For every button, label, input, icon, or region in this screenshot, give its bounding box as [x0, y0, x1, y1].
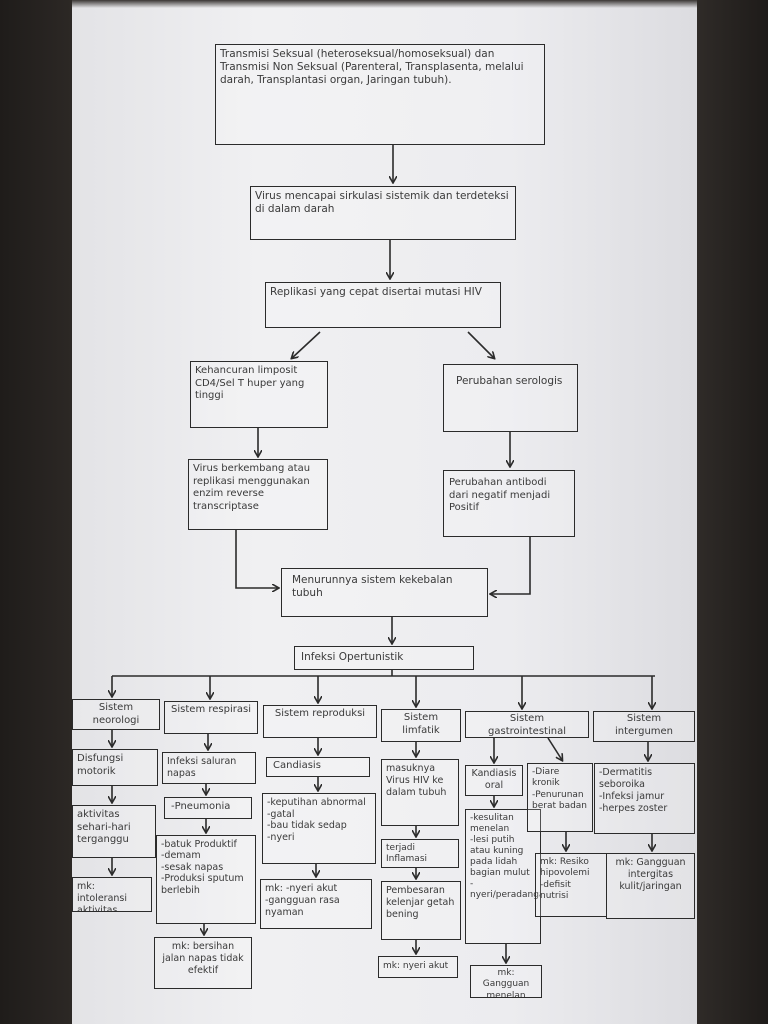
node-diare: -Diare kronik -Penurunan berat badan — [527, 763, 593, 832]
node-sistem-reproduksi: Sistem reproduksi — [263, 705, 377, 738]
node-dermatitis: -Dermatitis seboroika -Infeksi jamur -he… — [594, 763, 695, 834]
node-virus-sirkulasi: Virus mencapai sirkulasi sistemik dan te… — [250, 186, 516, 240]
node-sistem-integumen: Sistem intergumen — [593, 711, 695, 742]
node-infeksi-oportunistik: Infeksi Opertunistik — [294, 646, 474, 670]
node-mk-intoleransi: mk: intoleransi aktivitas — [72, 877, 152, 912]
arrow-replikasi-to-kehancuran — [292, 331, 321, 358]
node-mk-integritas: mk: Gangguan intergitas kulit/jaringan — [606, 853, 695, 919]
node-mk-nyeri-akut-2: mk: nyeri akut — [378, 956, 458, 978]
background-left — [0, 0, 72, 1024]
node-pembesaran: Pembesaran kelenjar getah bening — [381, 881, 461, 940]
arrow-gastro-to-diare — [547, 737, 562, 760]
arrow-antibodi-to-menurunnya — [491, 537, 531, 594]
node-mk-bersihan: mk: bersihan jalan napas tidak efektif — [154, 937, 252, 989]
node-sistem-respirasi: Sistem respirasi — [164, 701, 258, 734]
node-kehancuran: Kehancuran limposit CD4/Sel T huper yang… — [190, 361, 328, 428]
node-masuknya: masuknya Virus HIV ke dalam tubuh — [381, 759, 459, 826]
node-disfungsi: Disfungsi motorik — [72, 749, 158, 786]
node-sistem-neurologi: Sistem neorologi — [72, 699, 160, 730]
node-infeksi-saluran: Infeksi saluran napas — [162, 752, 256, 784]
node-batuk: -batuk Produktif -demam -sesak napas -Pr… — [156, 835, 256, 924]
node-mk-resiko: mk: Resiko hipovolemi -defisit nutrisi — [535, 853, 607, 917]
node-virus-berkembang: Virus berkembang atau replikasi mengguna… — [188, 459, 328, 530]
node-transmisi: Transmisi Seksual (heteroseksual/homosek… — [215, 44, 545, 145]
node-menurunnya: Menurunnya sistem kekebalan tubuh — [281, 568, 488, 617]
node-keputihan: -keputihan abnormal -gatal -bau tidak se… — [262, 793, 376, 864]
node-sistem-limfatik: Sistem limfatik — [381, 709, 461, 742]
node-perubahan-serologis: Perubahan serologis — [443, 364, 578, 432]
node-sistem-gastro: Sistem gastrointestinal — [465, 711, 589, 738]
node-inflamasi: terjadi Inflamasi — [381, 839, 459, 868]
node-perubahan-antibodi: Perubahan antibodi dari negatif menjadi … — [443, 470, 575, 537]
node-candiasis: Candiasis — [266, 757, 370, 777]
paper-top-shadow — [72, 0, 697, 8]
arrow-replikasi-to-perubahan — [467, 331, 494, 358]
node-mk-nyeri-akut-1: mk: -nyeri akut -gangguan rasa nyaman — [260, 879, 372, 929]
node-kandiasis-oral: Kandiasis oral — [465, 765, 523, 796]
background-right — [697, 0, 768, 1024]
node-replikasi: Replikasi yang cepat disertai mutasi HIV — [265, 282, 501, 328]
node-mk-menelan: mk: Gangguan menelan — [470, 965, 542, 998]
node-pneumonia: -Pneumonia — [164, 797, 252, 819]
node-aktivitas: aktivitas sehari-hari terganggu — [72, 805, 156, 858]
arrow-virus-berkembang-to-menurunnya — [235, 530, 278, 588]
